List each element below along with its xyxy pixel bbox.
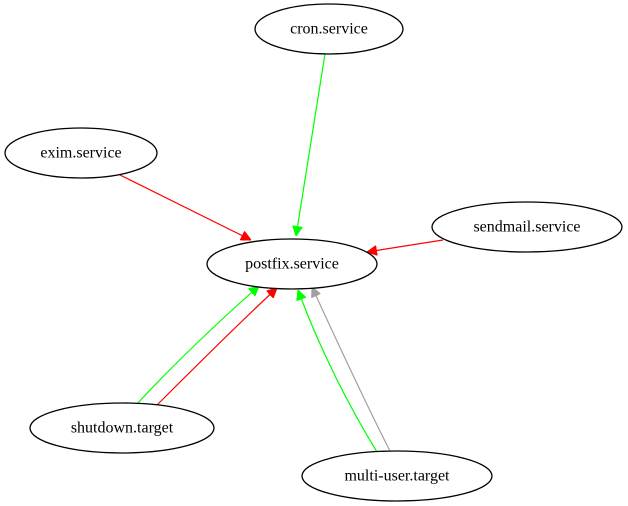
node-cron-service[interactable]: cron.service <box>254 3 404 55</box>
edge-multiuser-to-postfix-gray <box>312 287 391 452</box>
edges-layer <box>119 53 444 453</box>
node-cron-label: cron.service <box>290 21 368 38</box>
node-postfix-label: postfix.service <box>245 256 339 273</box>
edge-cron-to-postfix <box>296 53 326 236</box>
node-multiuser-label: multi-user.target <box>344 468 450 485</box>
edge-exim-to-postfix <box>119 174 251 241</box>
node-exim-ellipse <box>4 127 158 179</box>
edge-shutdown-to-postfix-red <box>155 288 277 407</box>
edge-shutdown-to-postfix-green <box>136 286 259 405</box>
node-sendmail-ellipse <box>431 201 623 253</box>
node-exim-service[interactable]: exim.service <box>4 127 158 179</box>
node-sendmail-service[interactable]: sendmail.service <box>431 201 623 253</box>
edge-multiuser-to-postfix-green <box>298 290 378 453</box>
node-cron-ellipse <box>254 3 404 55</box>
node-sendmail-label: sendmail.service <box>473 219 580 236</box>
node-shutdown-label: shutdown.target <box>71 420 174 437</box>
node-postfix-service[interactable]: postfix.service <box>206 238 378 290</box>
node-multiuser-ellipse <box>301 450 493 502</box>
node-exim-label: exim.service <box>40 145 121 162</box>
node-multi-user-target[interactable]: multi-user.target <box>301 450 493 502</box>
node-postfix-ellipse <box>206 238 378 290</box>
node-shutdown-target[interactable]: shutdown.target <box>29 402 215 454</box>
nodes-layer: cron.service exim.service sendmail.servi… <box>4 3 623 502</box>
node-shutdown-ellipse <box>29 402 215 454</box>
edge-sendmail-to-postfix <box>367 239 444 252</box>
